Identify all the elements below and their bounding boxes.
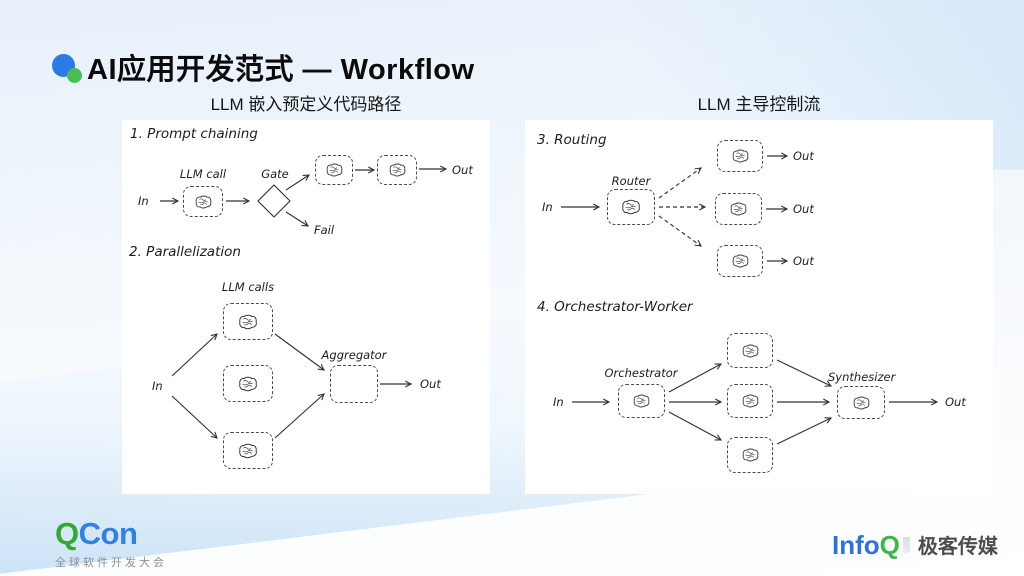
arrow [668, 411, 723, 441]
brain-icon [387, 162, 408, 178]
qcon-con: Con [78, 516, 138, 551]
label-llm-calls: LLM calls [221, 280, 275, 294]
label-gate: Gate [261, 167, 289, 181]
brain-icon [324, 162, 345, 178]
brain-icon [740, 393, 761, 409]
infoq-brand-text: 极客传媒 [917, 536, 998, 558]
brain-icon [236, 375, 260, 393]
brain-icon [730, 148, 751, 164]
label-router: Router [611, 174, 651, 188]
panel-llm-directed-flow: 3. Routing In Router Out Out Out 4. Orch… [525, 120, 993, 494]
arrow [285, 211, 309, 227]
arrow [668, 363, 723, 393]
connector-layer-right [561, 152, 939, 445]
gate-diamond [257, 184, 291, 218]
label-out: Out [793, 202, 814, 216]
dashed-arrow [658, 215, 702, 247]
brain-icon [740, 343, 761, 359]
brain-icon [740, 447, 761, 463]
label-orchestrator: Orchestrator [604, 366, 678, 380]
brain-icon [851, 395, 872, 411]
arrow [285, 174, 310, 191]
llm-node [223, 432, 273, 469]
arrow [776, 359, 833, 387]
llm-call-node [183, 186, 223, 217]
dashed-arrow [658, 167, 702, 199]
diagram-title-orchestrator-worker: 4. Orchestrator-Worker [537, 299, 693, 315]
llm-node [315, 155, 353, 185]
llm-node [377, 155, 417, 185]
diagram-title-routing: 3. Routing [537, 132, 607, 148]
label-in: In [152, 379, 163, 393]
label-in: In [553, 395, 564, 409]
worker-node [727, 437, 773, 473]
panel-predefined-code-paths: 1. Prompt chaining In LLM call Gate Out … [122, 120, 490, 494]
qcon-tagline: 全球软件开发大会 [55, 557, 167, 569]
brain-icon [236, 313, 260, 331]
label-fail: Fail [314, 223, 335, 237]
left-column-subtitle: LLM 嵌入预定义代码路径 [210, 95, 402, 114]
router-node [607, 189, 655, 225]
label-llm-call: LLM call [179, 167, 227, 181]
label-synthesizer: Synthesizer [828, 370, 896, 384]
qcon-logo: QCon 全球软件开发大会 [55, 518, 167, 570]
brain-icon [236, 442, 260, 460]
green-circle-icon [67, 68, 82, 83]
synthesizer-node [837, 386, 885, 419]
brain-icon [619, 198, 643, 216]
brand-dot-icon [52, 54, 92, 88]
connector-layer-left [160, 165, 448, 439]
llm-node [715, 193, 762, 225]
arrow [171, 395, 218, 439]
label-out: Out [452, 163, 473, 177]
arrow [171, 333, 218, 377]
diagram-title-prompt-chaining: 1. Prompt chaining [130, 126, 258, 142]
label-out: Out [420, 377, 441, 391]
orchestrator-node [618, 384, 665, 418]
qcon-q: Q [55, 516, 79, 551]
label-in: In [138, 194, 149, 208]
page-title: AI应用开发范式 — Workflow [87, 54, 475, 86]
qcon-wordmark: QCon [55, 518, 167, 549]
brain-icon [730, 253, 751, 269]
label-out: Out [945, 395, 966, 409]
brain-icon [631, 393, 652, 409]
llm-node [223, 303, 273, 340]
infoq-seal-icon [902, 536, 910, 553]
label-out: Out [793, 149, 814, 163]
brain-icon [193, 194, 214, 210]
label-in: In [542, 200, 553, 214]
worker-node [727, 384, 773, 418]
right-column-subtitle: LLM 主导控制流 [697, 95, 821, 114]
aggregator-node [330, 365, 378, 403]
infoq-q: Q [879, 529, 900, 560]
arrow [776, 417, 833, 445]
brain-icon [728, 201, 749, 217]
arrow [274, 333, 325, 371]
label-aggregator: Aggregator [321, 348, 387, 362]
infoq-info: Info [832, 529, 880, 560]
llm-node [717, 245, 763, 277]
arrow [274, 393, 325, 439]
diagram-title-parallelization: 2. Parallelization [129, 244, 241, 260]
worker-node [727, 333, 773, 368]
label-out: Out [793, 254, 814, 268]
llm-node [223, 365, 273, 402]
llm-node [717, 140, 763, 172]
